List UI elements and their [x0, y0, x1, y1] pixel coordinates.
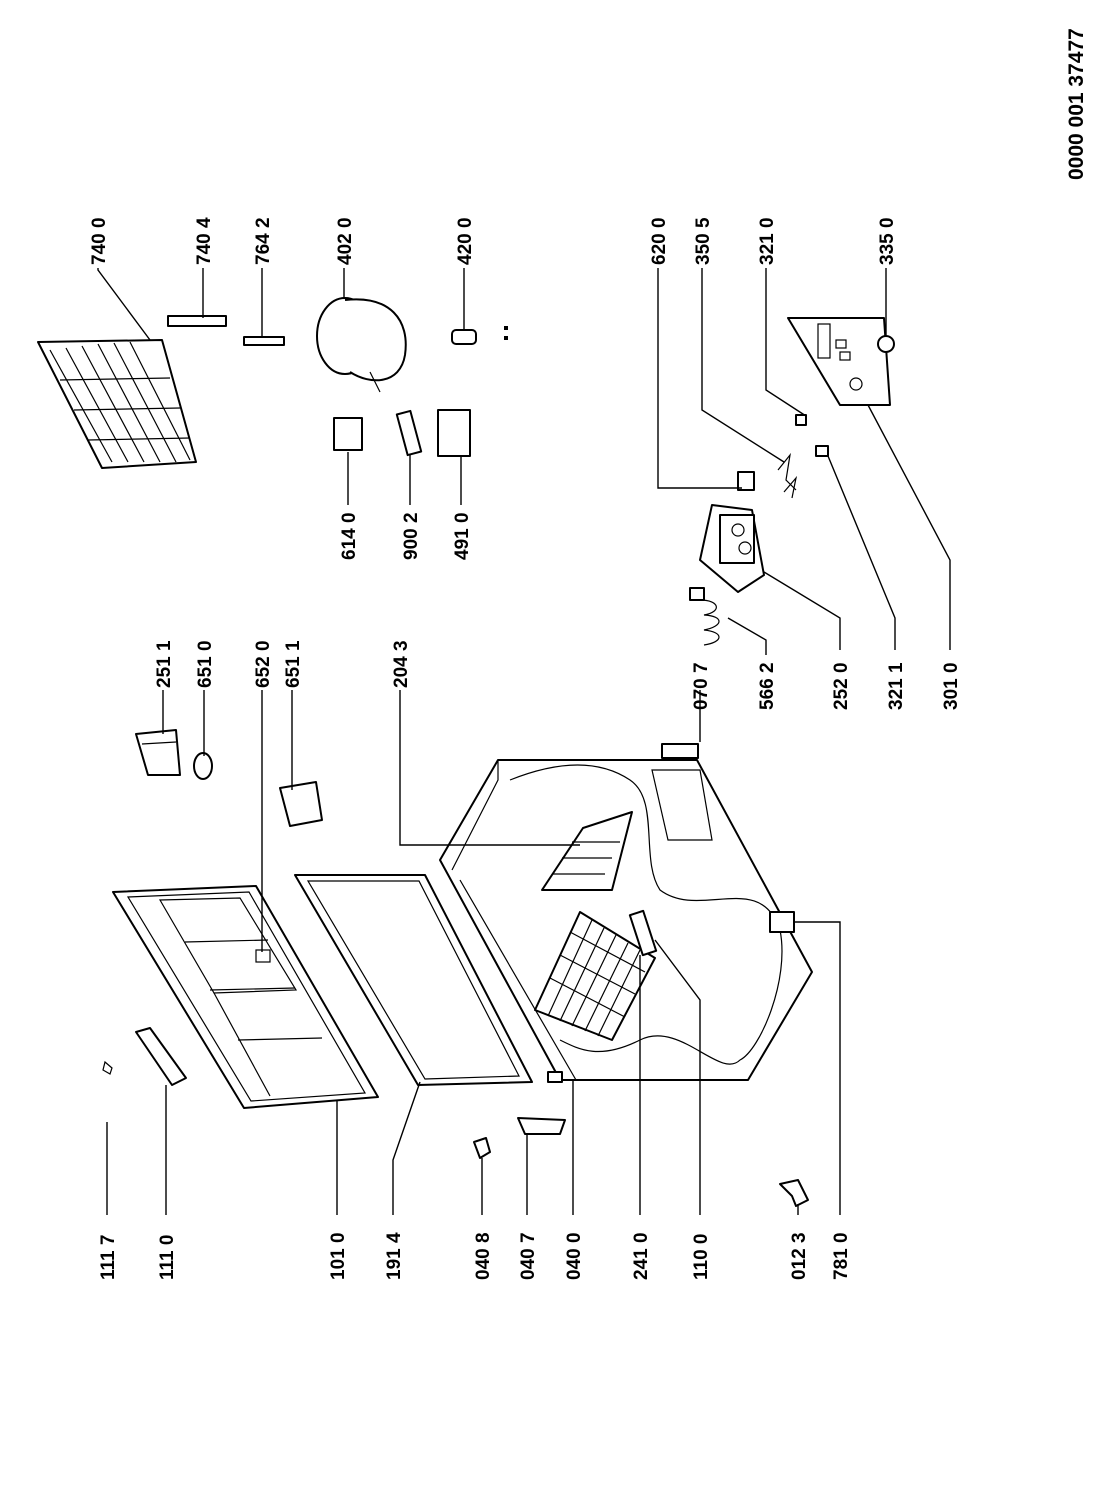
label-900-2: 900 2: [401, 512, 422, 560]
label-204-3: 204 3: [391, 640, 412, 688]
label-620-0: 620 0: [649, 217, 670, 265]
condenser-drawing: [37, 339, 197, 469]
label-251-1: 251 1: [154, 640, 175, 688]
label-111-7: 111 7: [98, 1235, 119, 1280]
knob-drawing: [877, 335, 895, 353]
label-241-0: 241 0: [631, 1232, 652, 1280]
thermostat-group-drawing: [689, 414, 829, 646]
label-491-0: 491 0: [452, 512, 473, 560]
vent-grille-drawing: [661, 743, 699, 759]
label-110-0: 110 0: [691, 1234, 712, 1281]
label-420-0: 420 0: [455, 217, 476, 265]
light-cover-drawing: [135, 729, 181, 776]
clamp-drawing: [395, 409, 423, 457]
label-012-3: 012 3: [789, 1232, 810, 1280]
label-191-4: 191 4: [384, 1232, 405, 1280]
label-070-7: 070 7: [691, 662, 712, 710]
lid-drawing: [112, 885, 379, 1109]
cover-box-drawing: [437, 409, 471, 457]
lamp-holder-drawing: [279, 781, 323, 827]
bulb-drawing: [193, 752, 213, 780]
label-040-7: 040 7: [518, 1232, 539, 1280]
label-781-0: 781 0: [831, 1232, 852, 1280]
label-335-0: 335 0: [877, 217, 898, 265]
handle-drawing: [628, 909, 658, 957]
clip-0123-drawing: [779, 1179, 809, 1207]
bracket-7404-drawing: [167, 315, 227, 327]
capacitor-drawing: [451, 326, 508, 345]
label-040-0: 040 0: [564, 1232, 585, 1280]
label-740-0: 740 0: [89, 217, 110, 265]
label-651-1: 651 1: [283, 640, 304, 688]
label-652-0: 652 0: [253, 640, 274, 688]
label-101-0: 101 0: [328, 1232, 349, 1280]
document-number: 0000 001 37477: [1065, 28, 1088, 180]
label-111-0: 111 0: [157, 1235, 178, 1280]
label-740-4: 740 4: [194, 217, 215, 265]
leader-lines: [97, 268, 951, 1215]
label-040-8: 040 8: [473, 1232, 494, 1280]
bracket-0400-drawing: [547, 1071, 563, 1083]
label-252-0: 252 0: [831, 662, 852, 710]
relay-drawing: [333, 417, 363, 451]
cabinet-drawing: [439, 759, 813, 1081]
gasket-drawing: [294, 874, 533, 1086]
control-panel-drawing: [787, 317, 891, 406]
bracket-0407-drawing: [517, 1117, 566, 1135]
switch-drawing: [255, 949, 271, 963]
pin-drawing: [102, 1060, 113, 1075]
label-402-0: 402 0: [335, 217, 356, 265]
label-321-1: 321 1: [886, 662, 907, 710]
lid-handle-drawing: [135, 1027, 187, 1086]
label-651-0: 651 0: [195, 640, 216, 688]
compressor-drawing: [316, 297, 407, 393]
bracket-0408-drawing: [473, 1137, 491, 1159]
label-614-0: 614 0: [339, 512, 360, 560]
drier-drawing: [243, 336, 285, 346]
basket-drawing: [534, 911, 656, 1041]
divider-drawing: [541, 811, 633, 891]
label-321-0: 321 0: [757, 217, 778, 265]
label-301-0: 301 0: [941, 662, 962, 710]
label-350-5: 350 5: [693, 217, 714, 265]
label-764-2: 764 2: [253, 217, 274, 265]
label-566-2: 566 2: [757, 662, 778, 710]
